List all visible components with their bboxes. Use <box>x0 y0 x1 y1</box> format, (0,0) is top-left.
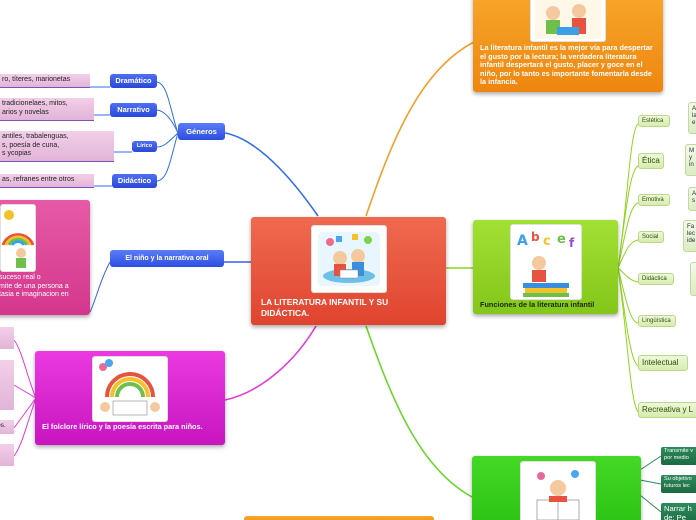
emotiva-detail: A s <box>688 187 696 211</box>
folclore-node[interactable]: El folclore lírico y la poesía escrita p… <box>35 351 225 445</box>
svg-text:f: f <box>569 236 575 250</box>
connector-center-top <box>365 41 475 217</box>
funcion-emotiva[interactable]: Emotiva <box>638 194 670 206</box>
narrativa-oral-text: suceso real o mite de una persona a tasi… <box>0 274 69 299</box>
dramatico-detail: ro, títeres, marionetas <box>0 74 90 88</box>
connector-generos-dramatico <box>156 81 179 134</box>
connector-center-folclore <box>224 325 317 401</box>
folclore-leaf-1 <box>0 327 14 349</box>
connector-center-generos <box>224 132 319 217</box>
didactico-detail: as, refranes entre otros <box>0 174 94 188</box>
svg-text:c: c <box>543 234 551 249</box>
folclore-caption: El folclore lírico y la poesía escrita p… <box>42 422 203 431</box>
funcion-etica[interactable]: Ética <box>638 153 664 169</box>
estetica-detail: A la e <box>688 102 696 134</box>
lirico-detail: antiles, trabalenguas, s, poesía de cuna… <box>0 131 114 162</box>
funcion-social[interactable]: Social <box>638 231 664 243</box>
narrativo-detail: tradicionelaes, mitos, arios y novelas <box>0 98 94 121</box>
central-title: LA LITERATURA INFANTIL Y SU DIDÁCTICA. <box>261 297 389 318</box>
reading-child-image <box>520 461 596 520</box>
svg-text:e: e <box>557 232 566 247</box>
funciones-node[interactable]: A b c e f Funciones de la literatura inf… <box>473 220 618 314</box>
connector-center-green <box>365 325 475 499</box>
bottom-orange-node[interactable] <box>244 516 434 520</box>
generos-node[interactable]: Géneros <box>178 123 225 140</box>
abc-kids-image: A b c e f <box>510 224 582 300</box>
kids-reading-image <box>311 225 387 293</box>
folclore-leaf-4 <box>0 444 14 466</box>
green-leaf-narrar: Narrar h de: Pe <box>661 503 696 520</box>
folclore-leaf-3: os. <box>0 420 14 434</box>
funcion-estetica[interactable]: Estética <box>638 115 670 127</box>
kids-books-image <box>530 0 606 42</box>
genre-lirico[interactable]: Lírico <box>132 141 157 152</box>
didactica-detail <box>690 262 696 296</box>
definition-text: La literatura infantil es la mejor vía p… <box>480 43 653 87</box>
narrativa-oral-detail-node[interactable]: suceso real o mite de una persona a tasi… <box>0 200 90 315</box>
bottom-green-node[interactable] <box>472 456 641 520</box>
genre-dramatico[interactable]: Dramático <box>110 74 157 88</box>
rainbow-book-image <box>92 356 168 422</box>
etica-detail: M y in <box>685 144 696 176</box>
green-leaf-objetivo: Su objetivo futuros lec <box>661 475 696 493</box>
definition-node[interactable]: La literatura infantil es la mejor vía p… <box>473 0 663 92</box>
green-leaf-transmite: Transmite v por medio <box>661 447 696 465</box>
funcion-linguistica[interactable]: Lingüística <box>638 315 676 327</box>
connector-generos-didactico <box>156 132 179 182</box>
funcion-recreativa[interactable]: Recreativa y L <box>638 402 696 418</box>
genre-didactico[interactable]: Didáctico <box>112 174 157 188</box>
connector-generos-lirico <box>156 132 179 148</box>
rainbow-child-image <box>0 204 36 272</box>
svg-text:A: A <box>517 233 528 249</box>
funcion-intelectual[interactable]: Intelectual <box>638 355 688 371</box>
svg-text:b: b <box>531 230 540 244</box>
funciones-caption: Funciones de la literatura infantil <box>480 300 595 309</box>
folclore-leaf-2 <box>0 360 14 410</box>
connector-generos-narrativo <box>156 109 179 134</box>
genre-narrativo[interactable]: Narrativo <box>110 103 157 117</box>
social-detail: Fa lec ide <box>683 220 696 252</box>
funcion-didactica[interactable]: Didáctica <box>638 273 674 285</box>
central-topic[interactable]: LA LITERATURA INFANTIL Y SU DIDÁCTICA. <box>251 217 446 325</box>
nino-narrativa-node[interactable]: El niño y la narrativa oral <box>110 250 224 267</box>
